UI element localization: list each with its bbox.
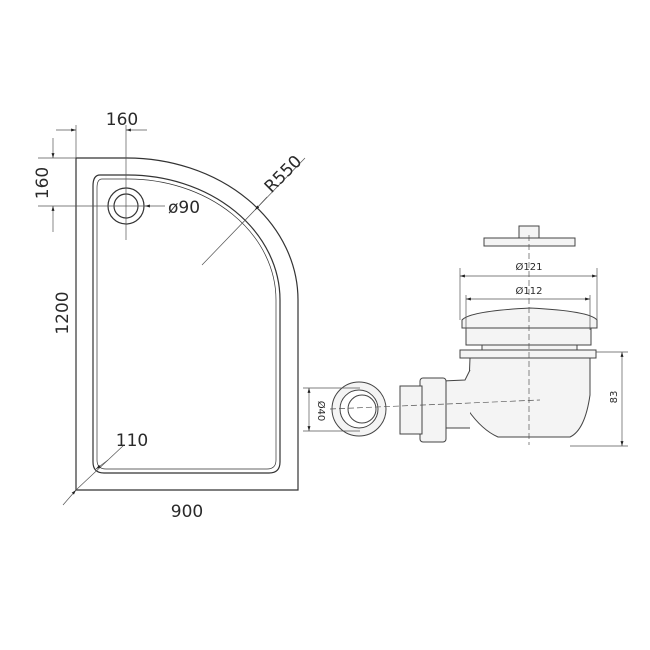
dim-waste-inner-diameter: Ø112 <box>516 285 543 297</box>
shower-waste <box>331 225 598 443</box>
dim-radius: R550 <box>261 152 306 197</box>
waste-cap <box>461 307 598 329</box>
dim-waste-diameter: ø90 <box>168 198 200 218</box>
dim-waste-outlet: Ø40 <box>315 401 327 422</box>
dim-length: 1200 <box>53 291 73 334</box>
tray-dimension-lines <box>38 125 306 506</box>
waste-grate-cross <box>483 237 576 247</box>
dim-waste-offset-y: 160 <box>33 167 53 199</box>
waste-dimension-lines <box>303 235 628 447</box>
tray-inner-rim-2 <box>96 178 277 470</box>
dim-corner: 110 <box>116 431 148 451</box>
dim-width: 900 <box>171 502 203 522</box>
dim-waste-offset-x: 160 <box>106 110 138 130</box>
dim-waste-height: 83 <box>609 391 620 404</box>
tray-inner-rim <box>92 174 281 474</box>
dim-waste-outer-diameter: Ø121 <box>516 261 543 273</box>
